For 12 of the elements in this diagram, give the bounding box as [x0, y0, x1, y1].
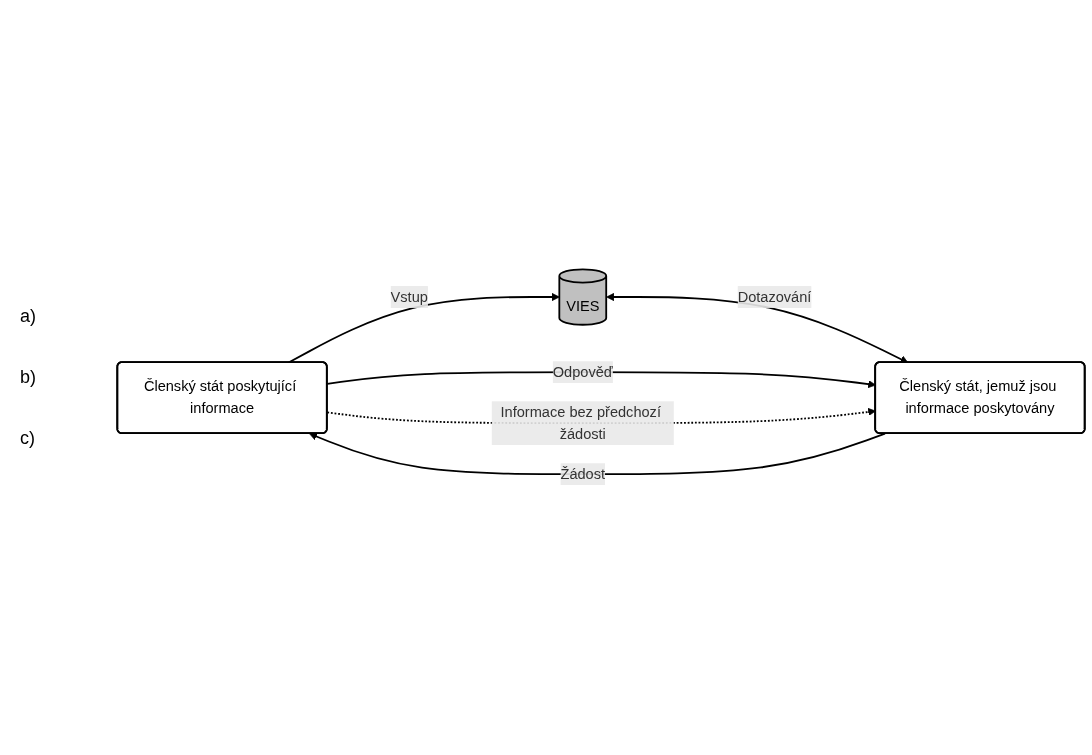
edge-label: Vstup [390, 289, 428, 305]
edge-label: Odpověď [552, 364, 613, 380]
arrow [606, 293, 909, 364]
edge-label: Informace bez předchozí žádosti [500, 404, 661, 442]
section-label: a) [20, 306, 37, 327]
edge-label: Dotazování [737, 289, 812, 305]
arrow [326, 371, 876, 389]
arrow [309, 432, 886, 476]
section-label: b) [20, 367, 37, 388]
edge-label: Žádost [560, 466, 606, 482]
section-label: c) [20, 428, 36, 449]
arrow [287, 293, 560, 364]
